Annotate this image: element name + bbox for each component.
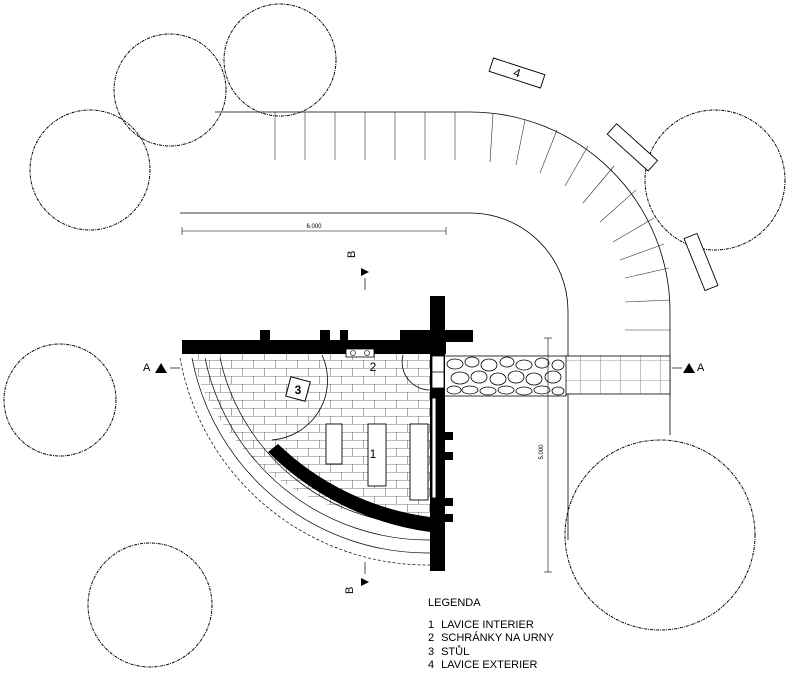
tree-canopy [223,3,337,117]
garden-path [180,111,671,540]
doors [271,354,445,441]
section-label-b-top: B [346,251,358,258]
tree-canopy [29,109,151,231]
tiled-floor [190,352,430,518]
section-arrow-icon [361,578,369,586]
urn-cabinet [345,348,375,358]
legend-title: LEGENDA [428,597,481,609]
bench-interior [325,423,343,465]
legend: LEGENDA 1 LAVICE INTERIER 2 SCHRÁNKY NA … [428,597,554,673]
tree-canopy [564,439,756,631]
stone-paving [443,355,567,397]
bench-interior [409,423,429,501]
label-urn-boxes: 2 [370,360,377,374]
section-arrow-icon [683,363,695,373]
legend-item: 4 LAVICE EXTERIER [428,659,538,671]
exterior-deck [564,355,671,395]
exterior-benches [488,57,719,292]
dimension-lines [181,227,552,573]
label-table: 3 [295,383,302,397]
tree-canopy [644,109,786,251]
section-label-b-bottom: B [344,587,356,594]
dimension-label-vertical: 5.000 [539,444,545,460]
tree-group [3,3,786,668]
bench-exterior [606,123,659,172]
legend-item: 1 LAVICE INTERIER [428,618,534,631]
table [285,376,311,402]
section-arrow-icon [361,268,369,276]
tree-canopy [3,343,117,457]
interior-benches [325,397,437,501]
label-bench-interior: 1 [370,447,377,461]
section-label-a-right: A [697,362,705,374]
legend-item: 3 STŮL [428,645,470,658]
label-bench-exterior: 4 [512,65,523,80]
section-label-a-left: A [143,362,151,374]
section-arrow-icon [155,363,167,373]
bench-interior [367,423,387,487]
tree-canopy [113,33,227,147]
dimension-label-horizontal: 6.000 [306,224,322,230]
tree-canopy [87,542,213,668]
bench-exterior [683,232,719,292]
legend-item: 2 SCHRÁNKY NA URNY [428,632,554,644]
bench-exterior [488,57,546,89]
section-markers [155,268,695,586]
